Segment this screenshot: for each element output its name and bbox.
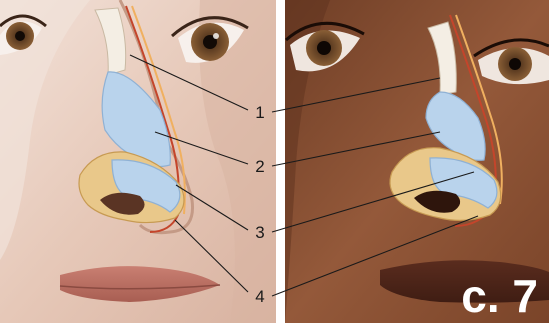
callout-number-1: 1	[255, 103, 264, 122]
left-face-panel	[0, 0, 276, 323]
panel-divider	[276, 0, 285, 323]
callout-number-2: 2	[255, 157, 264, 176]
figure-badge: c. 7	[461, 270, 538, 322]
callout-number-3: 3	[255, 223, 264, 242]
callout-number-4: 4	[255, 287, 264, 306]
